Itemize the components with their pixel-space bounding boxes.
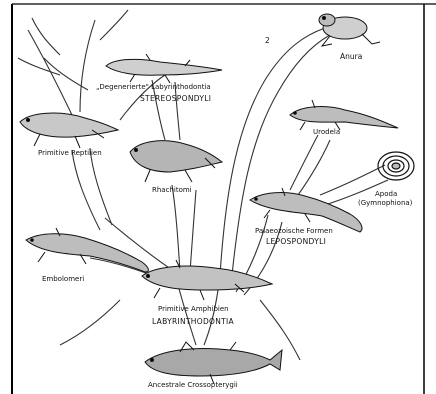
apoda-coiled-figure (378, 152, 414, 180)
trunk-branch (178, 285, 196, 345)
top-left-twig-1 (32, 18, 60, 55)
stereospondyli-figure (106, 54, 222, 83)
palaeozoische-formen-figure (250, 188, 362, 232)
top-left-stem-1 (28, 30, 72, 115)
urodela-figure (290, 100, 398, 130)
label-lepospondyli: LEPOSPONDYLI (266, 238, 326, 246)
rhachitomi-branch-2 (190, 190, 196, 272)
top-left-stem-2 (80, 20, 95, 112)
reptilien-branch-2 (90, 148, 112, 225)
label-palaeozoische-formen: Palaeozoische Formen (255, 228, 333, 235)
primitive-reptilien-figure (20, 113, 118, 148)
label-primitive-reptilien: Primitive Reptilien (38, 150, 102, 157)
urodela-branch (290, 135, 318, 190)
anura-frog-figure (319, 14, 380, 46)
label-labyrinthodontia: LABYRINTHODONTIA (152, 318, 234, 326)
root-left (60, 300, 120, 345)
label-degenerierte: „Degenerierte" Labyrinthodontia (96, 84, 211, 91)
label-ancestrale-crossopterygii: Ancestrale Crossopterygii (148, 382, 238, 389)
label-stereospondyli: STEREOSPONDYLI (140, 95, 211, 103)
reptilien-branch (72, 150, 100, 230)
primitive-amphibien-figure (142, 260, 272, 300)
label-anura: Anura (340, 53, 362, 61)
label-embolomeri: Embolomeri (42, 276, 84, 283)
root-right (260, 300, 300, 360)
label-rhachitomi: Rhachitomi (152, 187, 192, 194)
label-arrow-mark: 2 (265, 37, 270, 45)
rhachitomi-figure (130, 141, 222, 182)
label-gymnophiona: (Gymnophiona) (358, 200, 412, 207)
label-urodela: Urodela (313, 129, 340, 136)
label-apoda: Apoda (375, 191, 397, 198)
rhachitomi-branch (172, 185, 180, 272)
crossopterygii-fish-figure (145, 342, 282, 384)
label-primitive-amphibien: Primitive Amphibien (158, 306, 229, 313)
embolomeri-figure (26, 228, 148, 272)
urodela-branch-2 (298, 140, 330, 195)
top-left-twig-2 (100, 10, 128, 40)
